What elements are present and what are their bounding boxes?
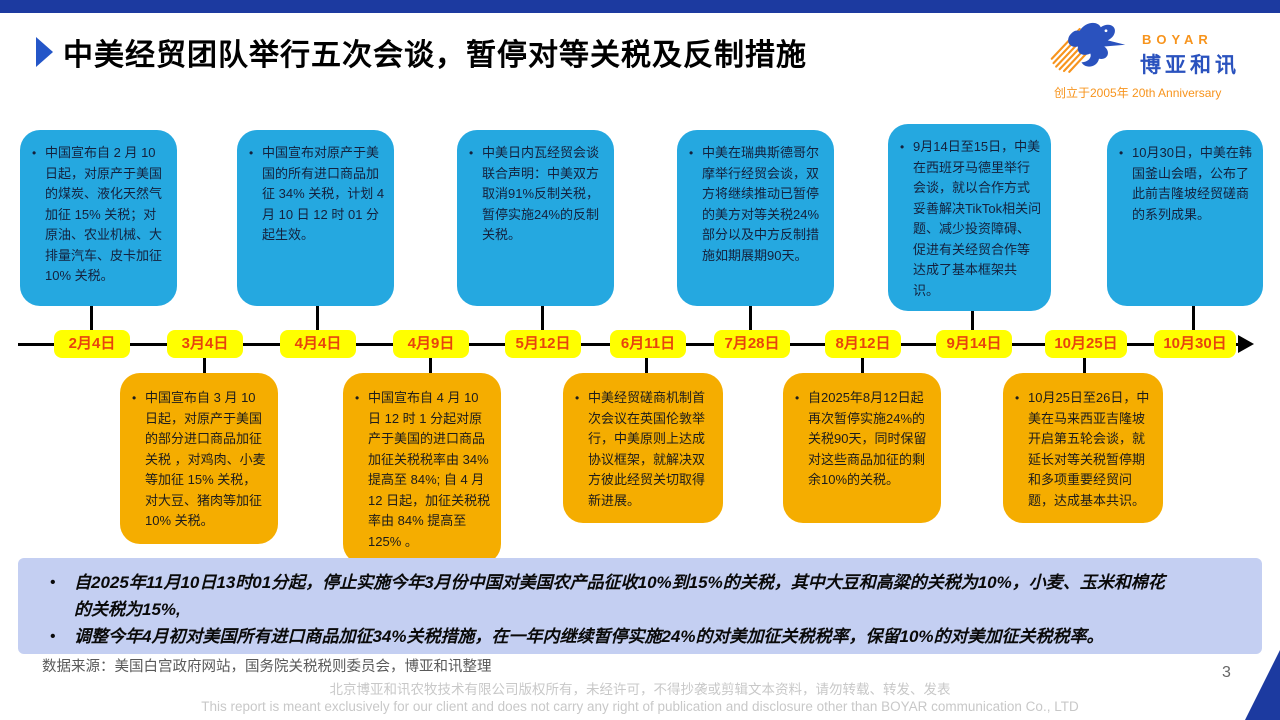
- timeline-date: 10月30日: [1154, 330, 1236, 358]
- connector-line: [541, 290, 544, 344]
- event-text: 中国宣布自 3 月 10 日起，对原产于美国的部分进口商品加征关税 ，对鸡肉、小…: [132, 388, 269, 532]
- event-box-feb4: 中国宣布自 2 月 10 日起，对原产于美国的煤炭、液化天然气加征 15% 关税…: [20, 130, 177, 306]
- summary-bullet: 调整今年4月初对美国所有进口商品加征34%关税措施，在一年内继续暂停实施24%的…: [44, 623, 1179, 650]
- page-number: 3: [1222, 664, 1231, 681]
- event-text: 中美日内瓦经贸会谈联合声明：中美双方取消91%反制关税，暂停实施24%的反制关税…: [469, 143, 605, 246]
- connector-line: [316, 290, 319, 344]
- event-text: 中美经贸磋商机制首次会议在英国伦敦举行，中美原则上达成协议框架，就解决双方彼此经…: [575, 388, 714, 511]
- copyright-en: This report is meant exclusively for our…: [201, 699, 1079, 714]
- connector-line: [645, 345, 648, 381]
- connector-line: [1083, 345, 1086, 381]
- event-text: 中国宣布自 2 月 10 日起，对原产于美国的煤炭、液化天然气加征 15% 关税…: [32, 143, 168, 287]
- connector-line: [429, 345, 432, 381]
- timeline-date: 3月4日: [167, 330, 243, 358]
- event-box-sep14: 9月14日至15日，中美在西班牙马德里举行会谈，就以合作方式妥善解决TikTok…: [888, 124, 1051, 311]
- event-text: 中美在瑞典斯德哥尔摩举行经贸会谈，双方将继续推动已暂停的美方对等关税24%部分以…: [689, 143, 825, 266]
- data-source: 数据来源：美国白宫政府网站，国务院关税税则委员会，博亚和讯整理: [42, 659, 492, 675]
- event-box-apr9: 中国宣布自 4 月 10 日 12 时 1 分起对原产于美国的进口商品加征关税税…: [343, 373, 501, 564]
- event-box-jul28: 中美在瑞典斯德哥尔摩举行经贸会谈，双方将继续推动已暂停的美方对等关税24%部分以…: [677, 130, 834, 306]
- connector-line: [971, 290, 974, 344]
- timeline-date: 10月25日: [1045, 330, 1127, 358]
- event-box-mar4: 中国宣布自 3 月 10 日起，对原产于美国的部分进口商品加征关税 ，对鸡肉、小…: [120, 373, 278, 544]
- top-accent-bar: [0, 0, 1280, 13]
- connector-line: [861, 345, 864, 381]
- event-text: 自2025年8月12日起再次暂停实施24%的关税90天，同时保留对这些商品加征的…: [795, 388, 932, 491]
- timeline-date: 5月12日: [505, 330, 581, 358]
- event-box-oct30: 10月30日，中美在韩国釜山会晤，公布了此前吉隆坡经贸磋商的系列成果。: [1107, 130, 1263, 306]
- connector-line: [90, 290, 93, 344]
- corner-accent: [1245, 650, 1280, 720]
- title-marker-icon: [36, 37, 53, 67]
- summary-panel: 自2025年11月10日13时01分起，停止实施今年3月份中国对美国农产品征收1…: [18, 558, 1262, 654]
- timeline-date: 4月4日: [280, 330, 356, 358]
- logo-tagline: 创立于2005年 20th Anniversary: [1054, 86, 1222, 100]
- connector-line: [1192, 290, 1195, 344]
- event-box-may12: 中美日内瓦经贸会谈联合声明：中美双方取消91%反制关税，暂停实施24%的反制关税…: [457, 130, 614, 306]
- timeline-date: 9月14日: [936, 330, 1012, 358]
- logo-name-cn: 博亚和讯: [1140, 54, 1240, 77]
- logo-name-en: BOYAR: [1142, 32, 1213, 47]
- copyright-cn: 北京博亚和讯农牧技术有限公司版权所有，未经许可，不得抄袭或剪辑文本资料，请勿转载…: [329, 682, 951, 697]
- event-box-aug12: 自2025年8月12日起再次暂停实施24%的关税90天，同时保留对这些商品加征的…: [783, 373, 941, 523]
- timeline-date: 2月4日: [54, 330, 130, 358]
- event-box-jun11: 中美经贸磋商机制首次会议在英国伦敦举行，中美原则上达成协议框架，就解决双方彼此经…: [563, 373, 723, 523]
- brand-logo: BOYAR 博亚和讯 创立于2005年 20th Anniversary: [1050, 18, 1266, 104]
- timeline-date: 6月11日: [610, 330, 686, 358]
- event-text: 中国宣布对原产于美国的所有进口商品加征 34% 关税，计划 4 月 10 日 1…: [249, 143, 385, 246]
- event-text: 中国宣布自 4 月 10 日 12 时 1 分起对原产于美国的进口商品加征关税税…: [355, 388, 492, 552]
- event-text: 10月25日至26日，中美在马来西亚吉隆坡开启第五轮会谈，就延长对等关税暂停期和…: [1015, 388, 1154, 511]
- timeline-arrow-icon: [1238, 335, 1254, 353]
- page-title: 中美经贸团队举行五次会谈，暂停对等关税及反制措施: [63, 39, 807, 72]
- event-box-apr4: 中国宣布对原产于美国的所有进口商品加征 34% 关税，计划 4 月 10 日 1…: [237, 130, 394, 306]
- connector-line: [749, 290, 752, 344]
- event-text: 10月30日，中美在韩国釜山会晤，公布了此前吉隆坡经贸磋商的系列成果。: [1119, 143, 1254, 225]
- connector-line: [203, 345, 206, 381]
- timeline-date: 7月28日: [714, 330, 790, 358]
- timeline-date: 8月12日: [825, 330, 901, 358]
- boyar-bird-icon: [1050, 22, 1126, 73]
- event-box-oct25: 10月25日至26日，中美在马来西亚吉隆坡开启第五轮会谈，就延长对等关税暂停期和…: [1003, 373, 1163, 523]
- timeline-date: 4月9日: [393, 330, 469, 358]
- summary-bullet: 自2025年11月10日13时01分起，停止实施今年3月份中国对美国农产品征收1…: [44, 569, 1179, 623]
- event-text: 9月14日至15日，中美在西班牙马德里举行会谈，就以合作方式妥善解决TikTok…: [900, 137, 1042, 301]
